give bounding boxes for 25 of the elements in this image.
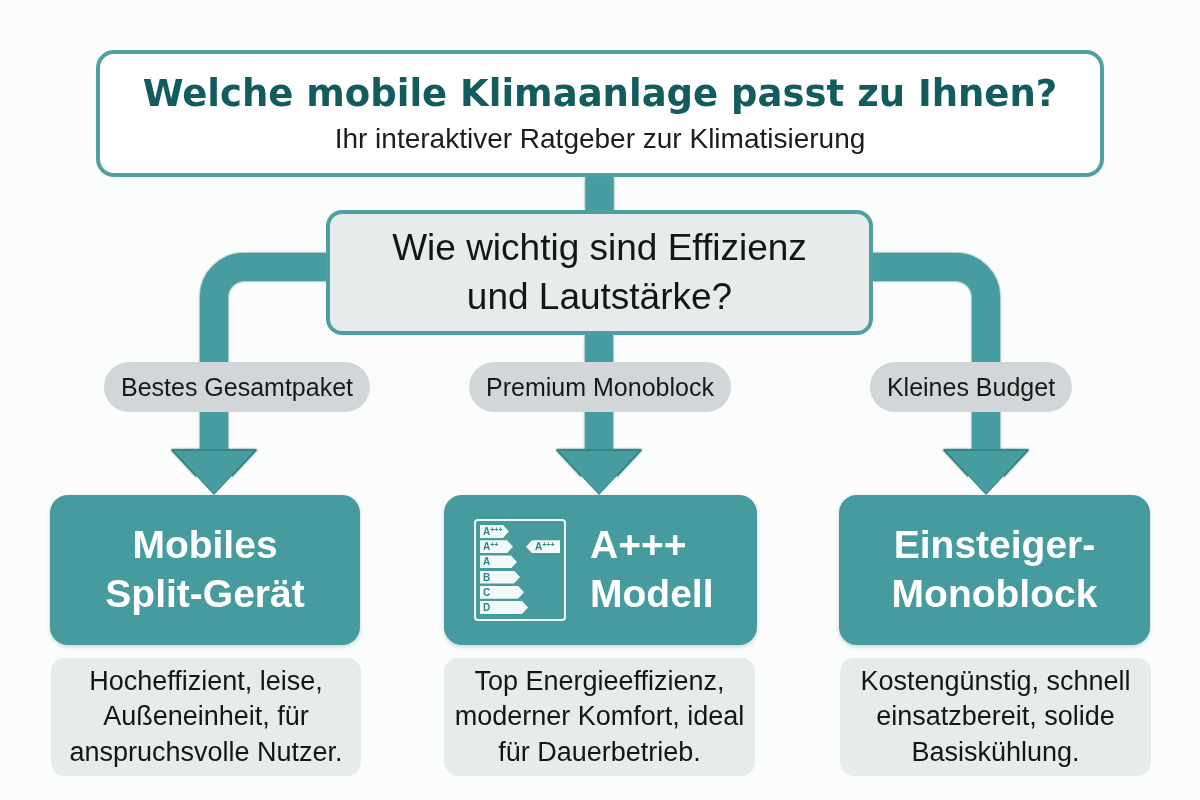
subtitle-text: Ihr interaktiver Ratgeber zur Klimatisierung (334, 121, 866, 156)
question-text: Wie wichtig sind Effizienz und Lautstärke? (391, 226, 808, 319)
efficiency-class-tag: B (480, 570, 520, 584)
connector-bar (585, 177, 614, 210)
efficiency-class-tag: C (480, 585, 524, 599)
result-box (839, 495, 1150, 645)
description-text: Hocheffizient, leise, Außeneinheit, für anspruchsvolle Nutzer. (68, 665, 344, 769)
edge-label: Bestes Gesamtpaket (103, 362, 371, 412)
edge-label: Premium Monoblock (469, 362, 731, 412)
description-text: Kostengünstig, schnell einsatzbereit, solide Basiskühlung. (859, 665, 1132, 769)
question-box (326, 210, 873, 335)
header-box (96, 50, 1104, 177)
efficiency-class-tag: D (480, 601, 528, 614)
rating-pointer-tag: A$^{+++}$ (526, 540, 560, 554)
edge-label: Kleines Budget (869, 362, 1073, 412)
result-box (50, 495, 360, 645)
efficiency-class-tag: A$^{++}$ (480, 540, 513, 554)
result-title: Mobiles Split-Gerät (104, 522, 306, 617)
result-title: Einsteiger-Monoblock (890, 522, 1099, 617)
efficiency-class-tag: A$^{+++}$ (480, 525, 509, 538)
result-title: A+++ Modell (590, 522, 715, 617)
description-text: Top Energieeffizienz, moderner Komfort, ideal für Dauerbetrieb. (453, 665, 746, 769)
efficiency-class-tag: A (480, 555, 517, 569)
title-text: Welche mobile Klimaanlage passt zu Ihnen? (142, 71, 1058, 116)
result-box (444, 495, 757, 645)
